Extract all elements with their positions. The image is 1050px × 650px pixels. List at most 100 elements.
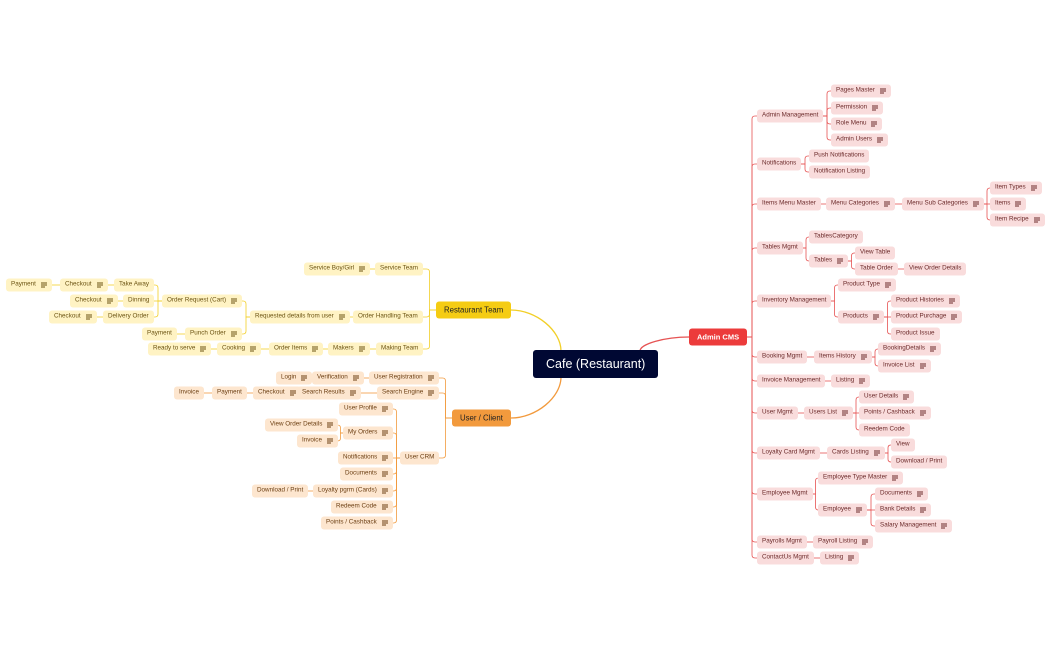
note-icon[interactable] [338,314,345,320]
node-items-menu-master[interactable]: Items Menu Master [757,197,821,211]
node-contactus-mgmt[interactable]: ContactUs Mgmt [757,551,814,565]
node-loyalty-card-mgmt[interactable]: Loyalty Card Mgmt [757,446,820,460]
note-icon[interactable] [381,520,388,526]
note-icon[interactable] [352,375,359,381]
node-order-items[interactable]: Order Items [269,342,324,356]
node-ready-to-serve[interactable]: Ready to serve [148,342,212,356]
node-download-print-admin[interactable]: Download / Print [891,455,948,469]
note-icon[interactable] [872,314,879,320]
note-icon[interactable] [1033,217,1040,223]
node-punch-order[interactable]: Punch Order [185,327,242,341]
node-making-team[interactable]: Making Team [376,342,424,356]
node-contact-listing[interactable]: Listing [820,551,860,565]
node-booking-mgmt[interactable]: Booking Mgmt [757,350,808,364]
node-user-profile[interactable]: User Profile [339,402,393,416]
note-icon[interactable] [941,523,948,529]
note-icon[interactable] [919,410,926,416]
node-service-boy-girl[interactable]: Service Boy/Girl [304,262,371,276]
note-icon[interactable] [359,266,366,272]
node-cards-listing[interactable]: Cards Listing [827,446,885,460]
node-employee-mgmt[interactable]: Employee Mgmt [757,487,813,501]
node-menu-sub-categories[interactable]: Menu Sub Categories [902,197,984,211]
note-icon[interactable] [358,346,365,352]
node-invoice-listing[interactable]: Listing [831,374,871,388]
note-icon[interactable] [862,539,869,545]
node-points-cashback-user[interactable]: Points / Cashback [321,516,393,530]
node-cooking[interactable]: Cooking [217,342,262,356]
note-icon[interactable] [349,390,356,396]
node-admin-users[interactable]: Admin Users [831,133,889,147]
node-payrolls-mgmt[interactable]: Payrolls Mgmt [757,535,807,549]
node-user[interactable]: User / Client [452,409,511,427]
node-notifications-user[interactable]: Notifications [338,451,394,465]
note-icon[interactable] [381,504,388,510]
node-checkout-delivery[interactable]: Checkout [49,310,97,324]
node-product-issue[interactable]: Product Issue [891,327,940,341]
node-delivery-order[interactable]: Delivery Order [103,310,154,324]
node-checkout-search[interactable]: Checkout [253,386,301,400]
note-icon[interactable] [1015,201,1022,207]
node-employee[interactable]: Employee [818,503,868,517]
node-points-cashback-admin[interactable]: Points / Cashback [859,406,931,420]
node-documents-user[interactable]: Documents [340,467,393,481]
node-user-registration[interactable]: User Registration [369,371,439,385]
node-download-print-user[interactable]: Download / Print [252,484,309,498]
note-icon[interactable] [837,258,844,264]
node-booking-details[interactable]: BookingDetails [878,342,942,356]
node-invoice-list[interactable]: Invoice List [878,359,931,373]
note-icon[interactable] [948,298,955,304]
node-verification[interactable]: Verification [312,371,364,385]
node-invoice-search[interactable]: Invoice [174,386,204,400]
note-icon[interactable] [301,375,308,381]
node-permission[interactable]: Permission [831,101,884,115]
node-notifications-admin[interactable]: Notifications [757,157,802,171]
node-view-order-details-admin[interactable]: View Order Details [904,262,967,276]
node-salary-management[interactable]: Salary Management [875,519,953,533]
node-admin-mgmt[interactable]: Admin Management [757,109,824,123]
note-icon[interactable] [85,314,92,320]
note-icon[interactable] [381,471,388,477]
node-search-engine[interactable]: Search Engine [377,386,440,400]
node-loyalty-pgrm-cards[interactable]: Loyalty pgrm (Cards) [313,484,393,498]
note-icon[interactable] [200,346,207,352]
node-product-type[interactable]: Product Type [838,278,896,292]
node-tables-mgmt[interactable]: Tables Mgmt [757,241,803,255]
note-icon[interactable] [848,555,855,561]
node-requested-details[interactable]: Requested details from user [250,310,350,324]
node-dinning[interactable]: Dinning [123,294,155,308]
node-products[interactable]: Products [838,310,884,324]
note-icon[interactable] [951,314,958,320]
node-pages-master[interactable]: Pages Master [831,84,891,98]
node-payment-takeaway[interactable]: Payment [6,278,52,292]
note-icon[interactable] [428,390,435,396]
note-icon[interactable] [289,390,296,396]
note-icon[interactable] [856,507,863,513]
note-icon[interactable] [873,450,880,456]
note-icon[interactable] [326,438,333,444]
node-checkout-takeaway[interactable]: Checkout [60,278,108,292]
node-payroll-listing[interactable]: Payroll Listing [813,535,874,549]
node-item-recipe[interactable]: Item Recipe [990,213,1045,227]
node-reedem-code-admin[interactable]: Reedem Code [859,423,910,437]
node-user-crm[interactable]: User CRM [400,451,440,465]
node-tables[interactable]: Tables [809,254,849,268]
node-search-results[interactable]: Search Results [297,386,361,400]
node-view[interactable]: View [891,438,915,452]
node-makers[interactable]: Makers [328,342,370,356]
note-icon[interactable] [382,455,389,461]
note-icon[interactable] [312,346,319,352]
note-icon[interactable] [327,422,334,428]
node-admin[interactable]: Admin CMS [689,328,748,346]
node-items-history[interactable]: Items History [814,350,872,364]
note-icon[interactable] [916,491,923,497]
node-payment-search[interactable]: Payment [212,386,247,400]
node-items[interactable]: Items [990,197,1027,211]
node-user-mgmt[interactable]: User Mgmt [757,406,798,420]
note-icon[interactable] [381,488,388,494]
note-icon[interactable] [250,346,257,352]
note-icon[interactable] [903,394,910,400]
note-icon[interactable] [872,105,879,111]
node-my-orders[interactable]: My Orders [343,426,394,440]
note-icon[interactable] [879,88,886,94]
node-tables-category[interactable]: TablesCategory [809,230,863,244]
